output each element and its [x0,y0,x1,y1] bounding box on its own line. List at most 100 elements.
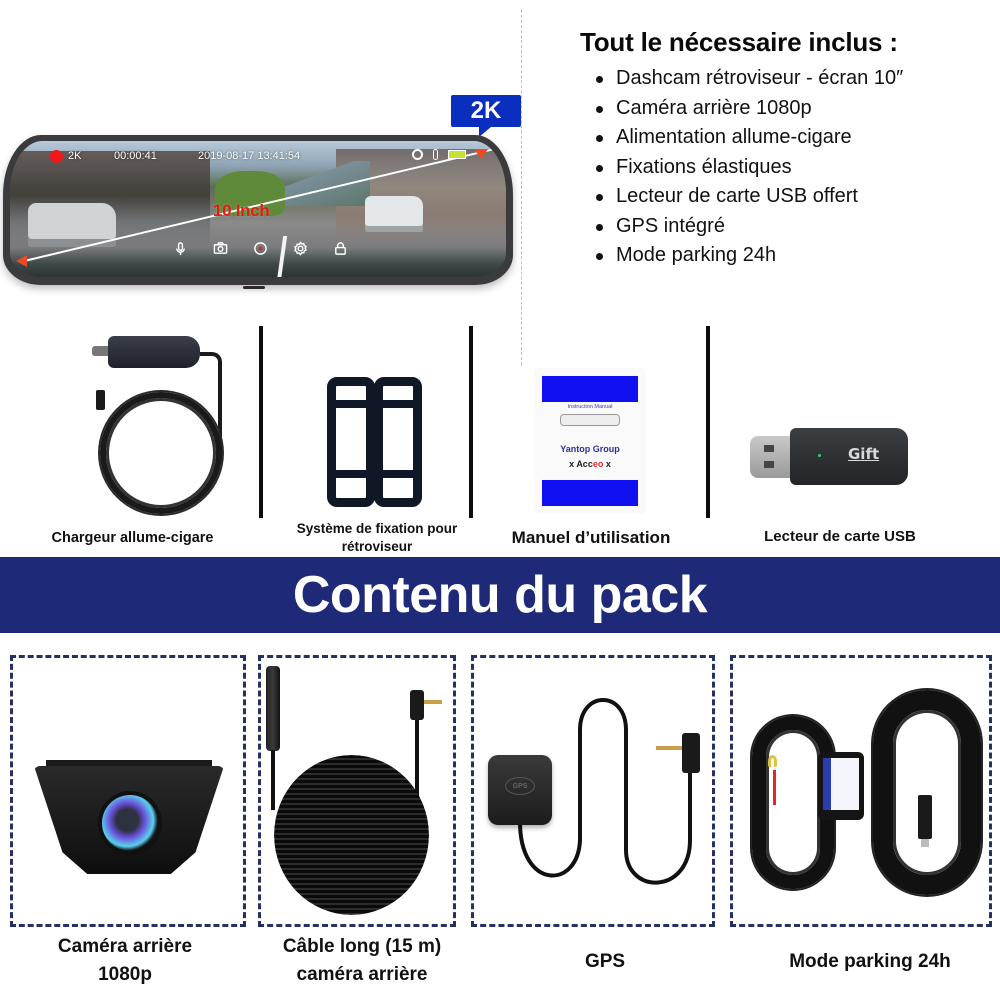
settings-icon [280,241,320,256]
gps-jack [682,733,700,773]
separator-bar [259,326,263,518]
mini-usb-plug [96,390,105,410]
section-divider [521,10,522,365]
charger-cable-coil [100,392,222,514]
instruction-manual-image: Instruction Manual Yantop Group x Acceo … [536,370,644,512]
car-charger-image [88,330,233,520]
cable-wire [271,750,275,810]
features-panel: Tout le nécessaire inclus : Dashcam rétr… [580,27,990,271]
accessory-label-manual: Manuel d’utilisation [511,528,671,547]
jack-pin [424,700,442,704]
resolution-badge: 2K [451,95,521,137]
cable-jack [410,690,442,720]
logo-text: x [603,459,611,469]
manual-mirror-illustration [560,414,620,426]
separator-bar [469,326,473,518]
pack-item-box-rear-camera [10,655,246,927]
mic-status-icon [433,149,438,160]
cable-coil [274,755,429,915]
gps-cable [508,690,708,900]
fork-terminal [768,755,777,767]
features-title: Tout le nécessaire inclus : [580,27,898,57]
usb-body: Gift [790,428,908,485]
banner-title: Contenu du pack [292,566,708,624]
pack-label-gps: GPS [530,948,680,976]
hud-status-icons [412,149,466,160]
long-cable-image [262,660,452,920]
charger-body [108,336,200,368]
accessory-label-charger: Chargeur allume-cigare [51,530,214,546]
feature-item: Mode parking 24h [596,241,990,271]
converter-label [823,758,859,810]
arrow-up-right-icon [474,149,488,159]
record-icon [240,241,280,256]
features-list: Dashcam rétroviseur - écran 10″ Caméra a… [580,64,990,271]
logo-text-accent: eo [592,459,604,469]
pack-item-box-long-cable [258,655,456,927]
screen-size-label: 10 Inch [213,201,270,220]
pack-label-rear-camera: Caméra arrière 1080p [20,933,230,989]
logo-text: x Acc [569,459,593,469]
manual-band [542,480,638,506]
feature-item: Caméra arrière 1080p [596,94,990,124]
manual-title: Instruction Manual [567,404,613,410]
mini-usb-plug [918,795,932,847]
lock-icon [320,241,360,256]
hardwire-cable-coil [873,690,981,895]
arrow-down-left-icon [16,255,27,267]
label-line: Mode parking 24h [789,951,951,972]
feature-item: Lecteur de carte USB offert [596,182,990,212]
mic-icon [160,241,200,256]
label-line: Caméra arrière [57,936,193,957]
mirror-dashcam-image: 10 Inch 2K 00:00:41 2019-08-17 13:41:54 [3,135,513,289]
feature-item: Alimentation allume-cigare [596,123,990,153]
feature-item: GPS intégré [596,212,990,242]
feature-item: Fixations élastiques [596,153,990,183]
manual-band [542,376,638,402]
hud-elapsed-time: 00:00:41 [114,150,157,162]
cable-connector [266,666,280,751]
camera-lens [102,795,158,851]
pack-label-long-cable: Câble long (15 m) caméra arrière [262,933,462,989]
pack-item-box-parking [730,655,992,927]
manual-logos: x Acceo x [536,459,644,469]
rear-camera-status-icon [412,149,423,160]
tree [215,171,285,216]
accessory-label-mount: Système de fixation pour rétroviseur [296,521,458,554]
hud-resolution: 2K [68,150,82,162]
gps-jack-pin [656,746,682,750]
battery-icon [448,150,466,159]
charger-tip [92,346,110,356]
mirror-screen: 10 Inch 2K 00:00:41 2019-08-17 13:41:54 [10,141,506,277]
feature-item: Dashcam rétroviseur - écran 10″ [596,64,990,94]
red-power-wire [773,770,776,805]
jack-head [410,690,424,720]
label-line: GPS [584,951,626,972]
usb-card-reader-image: Gift [750,428,908,485]
manual-brand: Yantop Group [560,444,620,454]
led-indicator [818,454,821,457]
camera-mount-plate [46,760,212,766]
pack-item-box-gps [471,655,715,927]
hardwire-converter-box [818,752,864,820]
pack-banner: Contenu du pack [0,557,1000,633]
mirror-button [243,286,265,289]
label-line: 1080p [98,964,152,985]
separator-bar [706,326,710,518]
gift-label: Gift [848,445,880,463]
label-line: caméra arrière [296,964,428,985]
parked-car [28,203,116,247]
parked-van [365,196,423,232]
hud-controls [160,241,360,256]
accessory-label-usb: Lecteur de carte USB [764,528,916,545]
gps-logo: GPS [505,777,535,795]
rubber-strap-image [327,377,375,507]
rubber-strap-image [374,377,422,507]
cable-wire [415,720,419,810]
record-indicator-icon [50,150,63,163]
rear-camera-image [34,760,224,880]
gps-antenna-image: GPS [488,755,552,825]
pack-label-parking: Mode parking 24h [760,948,980,976]
hud-datetime: 2019-08-17 13:41:54 [198,150,301,162]
camera-icon [200,241,240,256]
